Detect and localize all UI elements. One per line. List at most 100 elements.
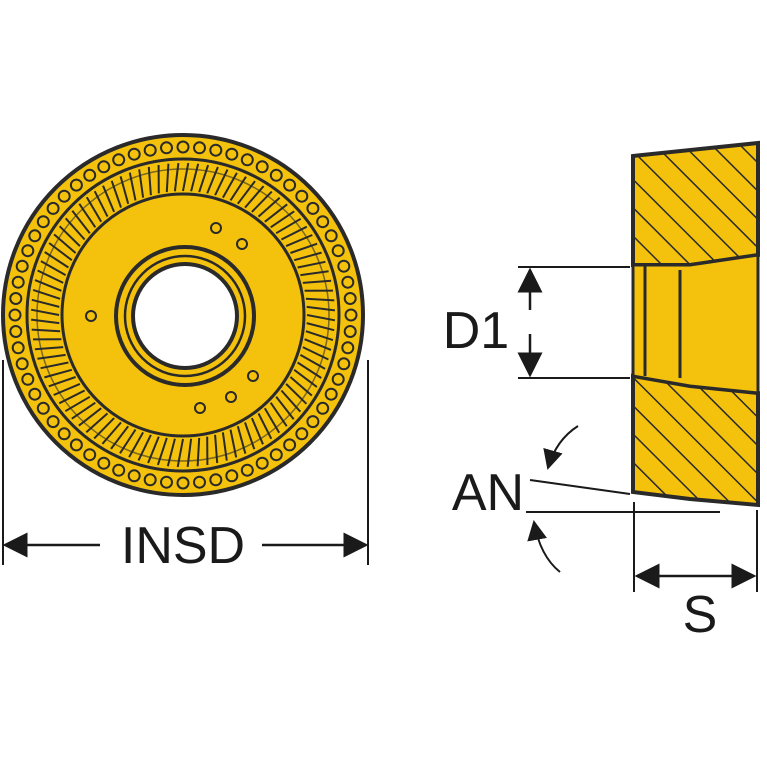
edge-bead [11, 275, 25, 289]
serration-groove [32, 288, 61, 300]
serration-groove [305, 330, 334, 342]
section-bore [631, 253, 760, 395]
serration-groove [244, 185, 265, 209]
serration-groove [302, 346, 329, 361]
serration-groove [93, 190, 109, 218]
edge-bead [28, 229, 42, 243]
edge-bead [176, 140, 190, 154]
edge-bead [343, 325, 357, 338]
edge-bead [9, 325, 23, 338]
edge-bead [331, 244, 345, 258]
serration-groove [44, 251, 69, 269]
edge-bead [343, 292, 357, 305]
edge-bead [127, 147, 141, 161]
edge-bead [127, 469, 141, 483]
serration-groove [214, 434, 219, 464]
edge-bead [46, 415, 60, 429]
serration-groove [306, 322, 335, 332]
serration-groove [31, 328, 61, 333]
serration-groove [71, 210, 91, 234]
serration-groove [304, 338, 332, 351]
edge-bead [225, 147, 239, 161]
serration-groove [34, 346, 64, 351]
edge-bead [324, 387, 338, 401]
serration-groove [37, 353, 66, 360]
edge-bead [9, 292, 23, 305]
edge-bead [46, 201, 60, 215]
serration-groove [257, 196, 281, 218]
serration-groove [214, 169, 229, 196]
edge-bead [341, 275, 355, 289]
serration-groove [128, 172, 137, 201]
edge-bead [143, 143, 157, 157]
serration-groove [222, 172, 238, 199]
serration-groove [147, 166, 152, 196]
serration-groove [285, 383, 308, 405]
serration-groove [58, 389, 86, 405]
edge-bead [225, 469, 239, 483]
section-lower-half [631, 373, 760, 508]
s-dimension: S [633, 502, 758, 644]
serration-groove [182, 162, 190, 192]
edge-bead [36, 215, 50, 229]
edge-bead-ring [8, 140, 358, 490]
serration-groove [147, 436, 160, 464]
serration-groove [64, 395, 91, 413]
serration-groove [101, 421, 122, 445]
s-label: S [683, 586, 718, 644]
serration-groove [270, 210, 295, 229]
insert-top-view [1, 133, 365, 497]
edge-bead [83, 448, 97, 462]
edge-bead [283, 178, 297, 192]
edge-bead [57, 189, 71, 203]
serration-groove [30, 308, 60, 316]
serration-groove [196, 437, 201, 467]
serration-groove [58, 225, 81, 247]
serration-groove [250, 417, 264, 445]
serration-groove [305, 297, 335, 302]
serration-groove [269, 402, 288, 427]
serration-groove [306, 314, 336, 322]
serration-groove [229, 429, 238, 458]
bead-ring-inner-line [25, 157, 341, 473]
edge-bead [21, 244, 35, 258]
edge-bead [112, 153, 126, 167]
serration-groove [186, 438, 193, 468]
edge-bead [209, 473, 223, 487]
edge-bead [83, 168, 97, 182]
serration-groove [236, 425, 247, 454]
an-arc-lower [527, 520, 561, 573]
serration-groove [71, 401, 96, 420]
edge-bead [11, 341, 25, 355]
edge-bead [306, 415, 320, 429]
edge-bead [112, 463, 126, 477]
serration-groove [300, 270, 329, 277]
serration-groove [78, 407, 102, 427]
serration-groove [244, 422, 256, 450]
serration-groove [285, 234, 313, 248]
serration-groove [237, 180, 256, 205]
serration-groove [48, 376, 76, 388]
edge-bead [160, 475, 173, 489]
edge-bead [57, 427, 71, 441]
edge-bead [341, 341, 355, 355]
an-label: AN [452, 464, 524, 522]
edge-bead [316, 401, 330, 415]
serration-groove [299, 354, 326, 370]
insd-dimension: INSD [2, 360, 369, 575]
serration-groove [190, 163, 200, 192]
serration-groove [128, 431, 144, 458]
edge-bead [193, 141, 206, 155]
serration-groove [264, 203, 288, 223]
serration-groove [30, 318, 60, 325]
serration-groove [40, 260, 67, 276]
serration-groove [138, 169, 145, 198]
serration-groove [280, 225, 308, 241]
edge-bead [255, 456, 269, 470]
an-dimension: AN [452, 425, 720, 573]
serration-groove [289, 376, 313, 397]
edge-bead [143, 473, 157, 487]
edge-bead [269, 168, 283, 182]
serration-groove [37, 269, 64, 284]
edge-bead [269, 448, 283, 462]
